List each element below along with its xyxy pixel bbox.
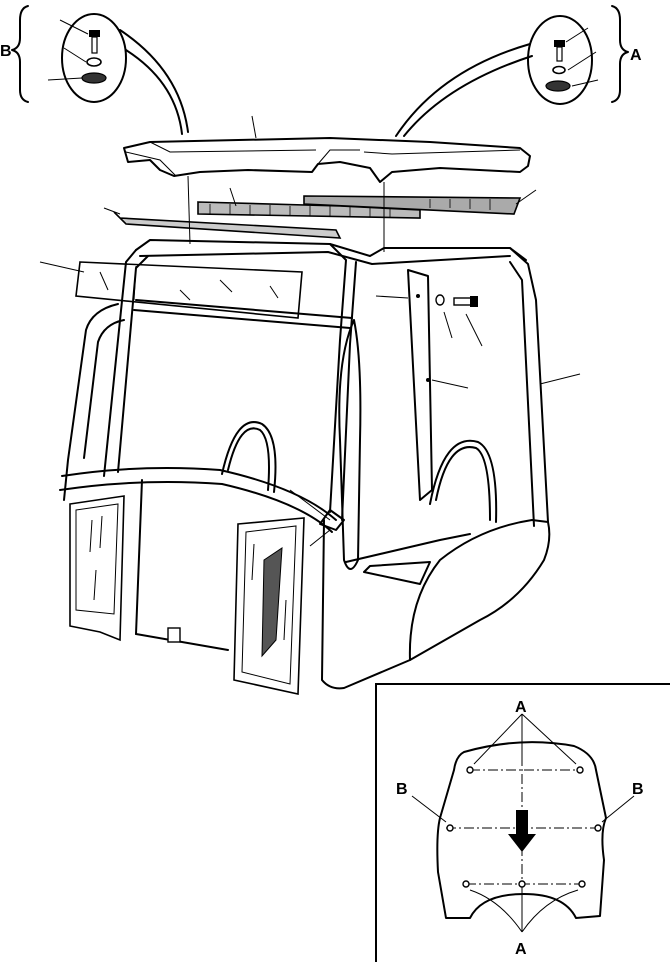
leader-line [229,187,237,207]
forward-arrow-icon [508,810,536,852]
inset-label-b-right: B [632,781,644,798]
inset-label-a-top: A [515,699,527,716]
leader-line [309,529,331,547]
roof-seals [197,187,537,219]
detail-a-connector [403,55,533,137]
washer-icon [552,65,566,75]
cab-frame [59,175,581,690]
inset-mounting-diagram: A B B A [375,683,670,962]
detail-b-group: B [0,5,189,135]
front-trim-strip [113,211,342,239]
detail-b-connector [125,49,183,135]
leader-line [103,207,121,215]
detail-a-label: A [630,47,642,64]
pointer-lines [411,713,635,933]
grommet-icon [545,80,571,92]
leader-line [571,79,599,87]
grommet-icon [81,72,107,84]
brace-b-left [11,5,29,103]
brace-a-right [611,5,629,103]
leader-line [515,189,537,205]
leader-line [251,115,257,139]
leader-line [187,175,191,245]
detail-a-group: A [395,5,642,137]
leader-line [443,311,453,339]
inset-label-a-bottom: A [515,941,527,958]
detail-b-bubble [61,13,127,103]
leader-line [539,373,581,385]
leader-line [431,379,469,389]
roof-panel [123,115,531,183]
bolt-icon [554,40,565,62]
lower-left-glass [69,495,125,642]
detail-b-label: B [0,43,12,60]
detail-a-connector [395,43,531,137]
bolt-icon [89,30,100,54]
mount-points [446,766,602,888]
roof-outline [436,741,607,919]
leader-line [565,27,589,43]
leader-line [39,261,85,273]
detail-b-connector [119,29,189,133]
leader-line [63,47,87,63]
washer-icon [86,57,102,67]
leader-line [567,51,597,71]
leader-line [375,295,409,299]
detail-a-bubble [527,15,593,105]
washer-icon [435,294,445,306]
lower-right-glass [233,517,305,695]
leader-line [465,313,483,347]
bolt-icon [453,296,478,307]
leader-line [47,77,83,81]
inset-label-b-left: B [396,781,408,798]
leader-line [59,19,89,35]
